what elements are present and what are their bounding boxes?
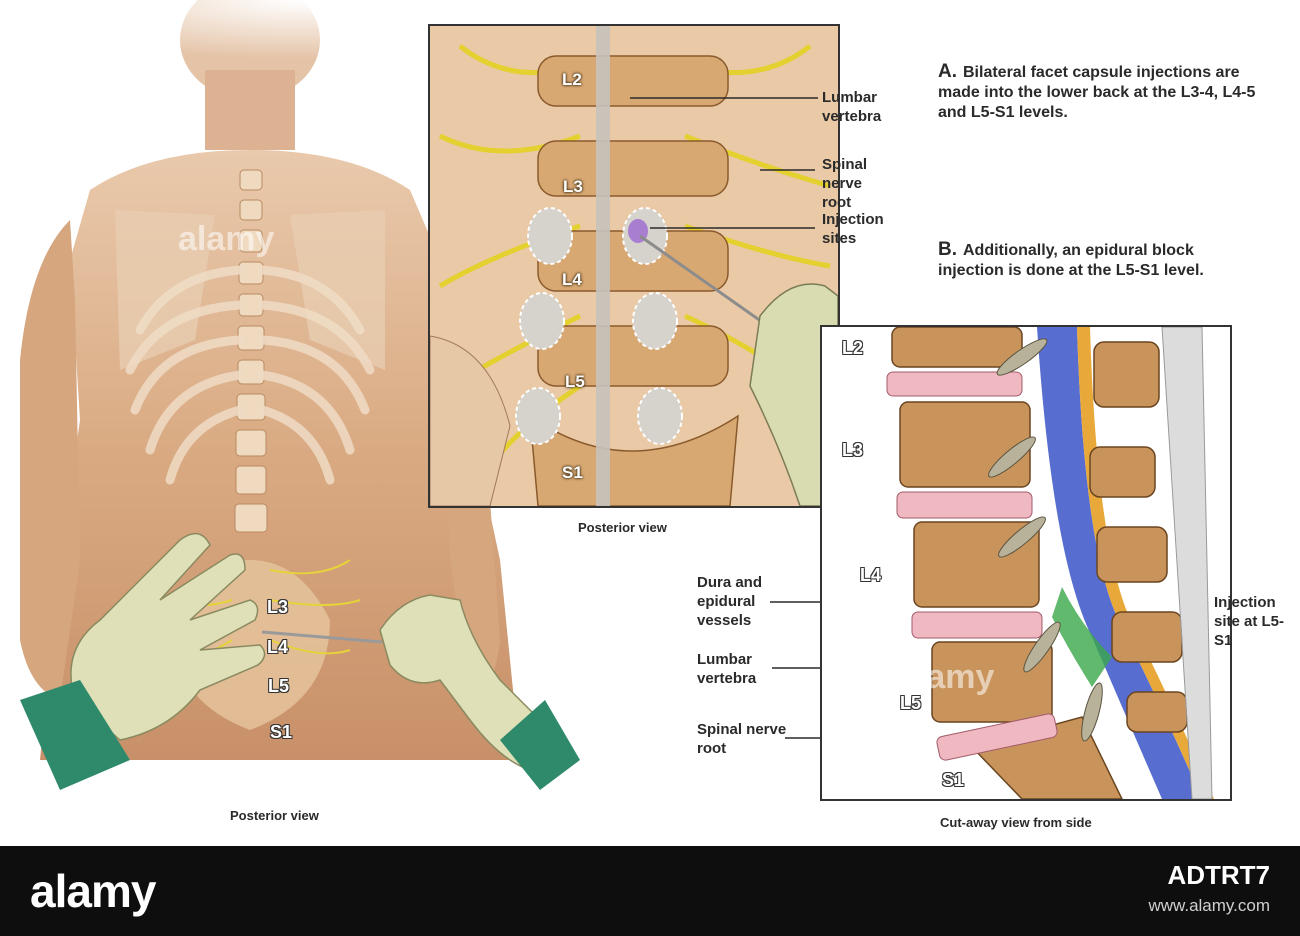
side-cutaway-panel [820, 325, 1232, 801]
right-sleeve [500, 700, 580, 790]
spinous-midline [596, 26, 610, 506]
posterior-ligament [1161, 327, 1213, 799]
note-a-key: A. [938, 61, 957, 82]
left-gloved-hand [70, 532, 266, 741]
side-level-label: L4 [860, 565, 882, 585]
needle [261, 630, 383, 644]
stock-brand-logo: alamy [30, 865, 156, 917]
back-level-label: L3 [267, 597, 289, 617]
back-level-label: L4 [267, 637, 289, 657]
posterior-inset-panel [428, 24, 840, 508]
side-view-caption: Cut-away view from side [940, 815, 1092, 830]
back-level-label: L5 [268, 676, 290, 696]
back-watermark: alamy [178, 220, 275, 258]
note-a: A.Bilateral facet capsule injections are… [938, 62, 1268, 123]
note-b-text: Additionally, an epidural block injectio… [938, 242, 1204, 279]
left-sleeve [20, 680, 130, 790]
stock-site-url: www.alamy.com [1148, 896, 1270, 915]
inset-gloved-hand [749, 283, 838, 506]
side-level-label: S1 [942, 770, 965, 790]
callout-lumbar-vertebra: Lumbar vertebra [822, 89, 882, 125]
inset-level-label: L4 [562, 270, 582, 289]
side-level-label: L2 [842, 338, 864, 358]
back-view-caption: Posterior view [230, 808, 319, 823]
callout-injection-sites: Injection sites [822, 211, 884, 247]
posterior-spine-drawing [430, 26, 838, 506]
spine-column [234, 169, 268, 533]
injected-medication [1052, 587, 1112, 687]
back-figure-illustration [0, 0, 600, 800]
torso-drawing [0, 0, 600, 790]
callout-side-lumbar-vertebra: Lumbar vertebra [697, 651, 757, 687]
inset-vertebrae [529, 55, 739, 506]
back-level-label: S1 [270, 722, 293, 742]
stock-footer-bar: alamy ADTRT7 www.alamy.com [0, 846, 1300, 936]
inset-needle [639, 234, 766, 326]
inset-level-label: L2 [562, 70, 582, 89]
callout-injection-site-l5s1: Injection site at L5-S1 [1214, 594, 1285, 649]
note-b-key: B. [938, 239, 957, 260]
side-watermark: alamy [898, 658, 995, 696]
callout-dura-epidural-vessels: Dura and epidural vessels [697, 574, 763, 629]
rib-cage [125, 265, 375, 485]
intervertebral-discs [886, 371, 1058, 761]
side-level-label: L3 [842, 440, 864, 460]
side-spine-drawing [886, 327, 1214, 799]
callout-side-spinal-nerve-root: Spinal nerve root [697, 721, 787, 757]
epidural-plexus [1037, 327, 1202, 799]
note-b: B.Additionally, an epidural block inject… [938, 240, 1258, 281]
facet-joints [515, 207, 683, 445]
callout-spinal-nerve-root: Spinal nerve root [822, 156, 868, 211]
spinous-processes [1089, 341, 1188, 733]
inset-caption: Posterior view [578, 520, 667, 535]
inset-level-label: L5 [565, 372, 585, 391]
note-a-text: Bilateral facet capsule injections are m… [938, 64, 1256, 121]
stock-image-id: ADTRT7 [1167, 860, 1270, 890]
side-level-label: L5 [900, 693, 922, 713]
inset-level-label: S1 [562, 463, 583, 482]
side-nerve-roots [988, 338, 1103, 742]
inset-level-label: L3 [563, 177, 583, 196]
